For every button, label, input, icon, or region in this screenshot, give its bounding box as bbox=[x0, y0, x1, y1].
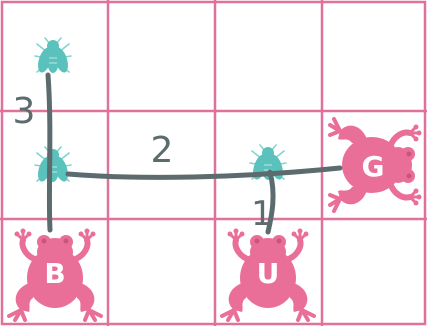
path-line-3 bbox=[48, 75, 50, 230]
frog-label-b: B bbox=[44, 257, 65, 290]
path-number-2: 2 bbox=[151, 130, 174, 171]
frog-label-g: G bbox=[362, 150, 385, 183]
path-number-3: 3 bbox=[13, 91, 36, 132]
path-number-1: 1 bbox=[251, 194, 273, 234]
frog-label-u: U bbox=[257, 257, 280, 290]
